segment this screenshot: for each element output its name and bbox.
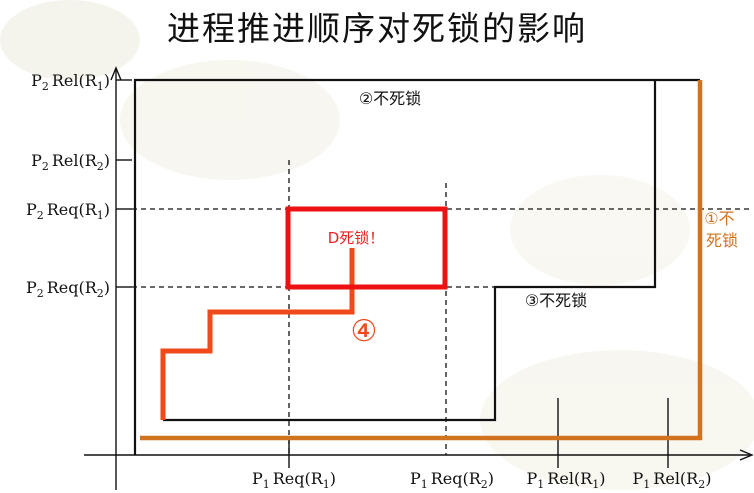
path-4-line: [160, 248, 355, 420]
y-axis-arrow: [110, 66, 122, 81]
deadlock-region: [285, 206, 448, 290]
page-title: 进程推进顺序对死锁的影响: [167, 9, 587, 48]
x-ticks: [288, 398, 669, 468]
path-4-label: ④: [351, 314, 378, 349]
path-2-line: [133, 78, 700, 455]
x-axis-arrow: [739, 449, 754, 461]
deadlock-label: D死锁！: [328, 229, 385, 247]
path-2-label: ②不死锁: [359, 89, 421, 108]
path-3-label: ③不死锁: [525, 291, 587, 310]
y-ticks: [116, 79, 132, 288]
axes: [84, 66, 754, 490]
path-1-line: [140, 80, 703, 441]
path-1-label: ①不 死锁: [704, 209, 739, 250]
path-3-line: [163, 80, 657, 422]
